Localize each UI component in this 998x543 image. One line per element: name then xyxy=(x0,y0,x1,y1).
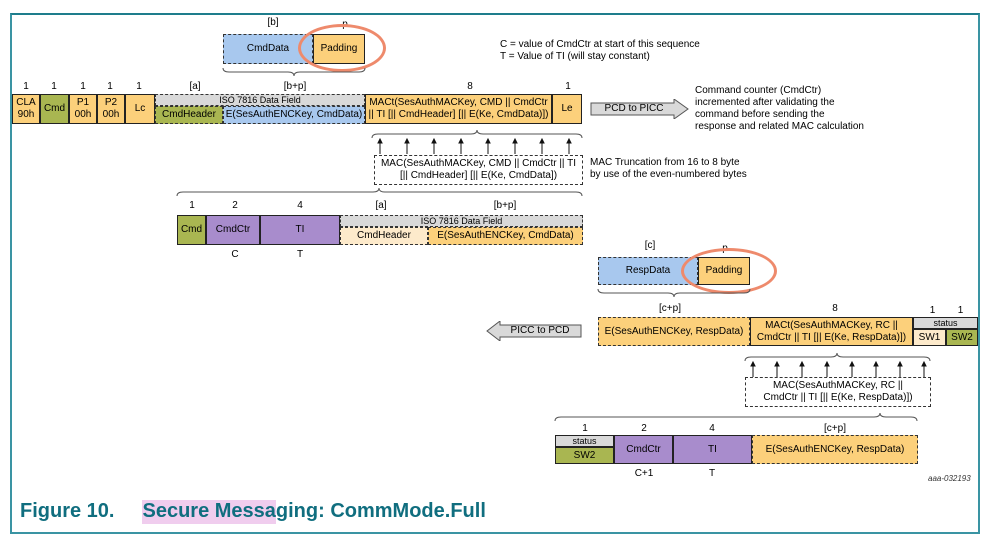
rmi-ti-field: TI xyxy=(673,435,752,464)
size-a: [a] xyxy=(189,81,201,92)
resp-mac-line2: CmdCtr || TI [|| E(Ke, RespData)]) xyxy=(756,331,907,343)
note-cmdctr-4: response and related MAC calculation xyxy=(695,121,864,132)
cmd-mac-full: MAC(SesAuthMACKey, CMD || CmdCtr || TI [… xyxy=(374,155,583,185)
note-cmdctr-3: command before sending the xyxy=(695,109,825,120)
resp-mac-truncation-brace xyxy=(744,352,931,377)
rmi-sw2-field: SW2 xyxy=(555,447,614,464)
pcd-to-picc-label: PCD to PICC xyxy=(604,103,664,114)
figure-caption: Figure 10. Secure Messaging: CommMode.Ful… xyxy=(20,500,486,524)
size-resp-mac: 8 xyxy=(832,303,838,314)
p2-value: 00h xyxy=(102,109,120,120)
figure-frame xyxy=(10,13,980,534)
le-field: Le xyxy=(552,94,582,124)
size-rmi-cmdctr: 2 xyxy=(641,423,647,434)
resp-padding-highlight-ellipse xyxy=(681,248,777,294)
size-sw2: 1 xyxy=(957,305,964,316)
size-rmi-sw2: 1 xyxy=(582,423,588,434)
mac-field: MACt(SesAuthMACKey, CMD || CmdCtr || TI … xyxy=(365,94,552,124)
size-sw1: 1 xyxy=(929,305,936,316)
cmd-field: Cmd xyxy=(40,94,69,124)
size-mi-cmdctr: 2 xyxy=(232,200,238,211)
brace-resp-mac-input xyxy=(554,412,918,422)
mi-cmd-field: Cmd xyxy=(177,215,206,245)
rmi-cmdctr-field: CmdCtr xyxy=(614,435,673,464)
mi-cmdheader-field: CmdHeader xyxy=(340,227,428,245)
size-c-plus-p: [c+p] xyxy=(659,303,681,314)
mac-line1: MACt(SesAuthMACKey, CMD || CmdCtr xyxy=(369,97,548,108)
cmdheader-field: CmdHeader xyxy=(155,106,223,124)
p1-field: P1 00h xyxy=(69,94,97,124)
resp-mac-field: MACt(SesAuthMACKey, RC || CmdCtr || TI [… xyxy=(750,317,913,346)
resp-mac-full-line2: CmdCtr || TI [|| E(Ke, RespData)]) xyxy=(763,392,913,403)
mac-line2: || TI [|| CmdHeader] [|| E(Ke, CmdData)]… xyxy=(368,109,549,120)
size-cmd: 1 xyxy=(51,81,57,92)
note-c-definition: C = value of CmdCtr at start of this seq… xyxy=(500,39,700,50)
mi-under-ti: T xyxy=(296,249,304,260)
figure-number: Figure 10. xyxy=(20,500,115,522)
pcd-to-picc-arrow xyxy=(590,99,689,119)
cmd-mac-full-line1: MAC(SesAuthMACKey, CMD || CmdCtr || TI xyxy=(380,158,577,169)
size-lc: 1 xyxy=(136,81,142,92)
lc-field: Lc xyxy=(125,94,155,124)
respdata-size: [c] xyxy=(644,240,656,251)
rmi-enc-respdata-field: E(SesAuthENCKey, RespData) xyxy=(752,435,918,464)
size-b-plus-p: [b+p] xyxy=(283,81,307,92)
resp-enc-respdata-field: E(SesAuthENCKey, RespData) xyxy=(598,317,750,346)
rmi-under-ti: T xyxy=(708,468,716,479)
p1-value: 00h xyxy=(74,109,92,120)
figure-title-rest: ging: CommMode.Full xyxy=(275,500,486,522)
brace-cmd-mac-input xyxy=(176,187,583,197)
rmi-status-label: status xyxy=(555,435,614,447)
brace-cmd-plain xyxy=(222,67,366,77)
note-t-definition: T = Value of TI (will stay constant) xyxy=(500,51,650,62)
size-rmi-ti: 4 xyxy=(709,423,715,434)
cmd-mac-full-line2: [|| CmdHeader] [|| E(Ke, CmdData]) xyxy=(399,170,558,181)
resp-mac-full: MAC(SesAuthMACKey, RC || CmdCtr || TI [|… xyxy=(745,377,931,407)
p1-label: P1 xyxy=(76,97,90,108)
size-mac: 8 xyxy=(467,81,473,92)
image-id-tag: aaa-032193 xyxy=(928,474,971,483)
mi-enc-cmddata-field: E(SesAuthENCKey, CmdData) xyxy=(428,227,583,245)
cla-field: CLA 90h xyxy=(12,94,40,124)
iso-data-field-label: ISO 7816 Data Field xyxy=(155,94,365,106)
size-mi-cmd: 1 xyxy=(189,200,195,211)
brace-resp-plain xyxy=(597,288,751,298)
cmd-mac-truncation-brace xyxy=(371,129,583,154)
note-cmdctr-2: incremented after validating the xyxy=(695,97,835,108)
resp-mac-full-line1: MAC(SesAuthMACKey, RC || xyxy=(772,380,904,391)
note-mac-trunc-1: MAC Truncation from 16 to 8 byte xyxy=(590,157,740,168)
cla-value: 90h xyxy=(17,109,35,120)
size-mi-a: [a] xyxy=(375,200,387,211)
enc-cmddata-field: E(SesAuthENCKey, CmdData) xyxy=(223,106,365,124)
size-cla: 1 xyxy=(23,81,29,92)
size-mi-b-plus-p: [b+p] xyxy=(493,200,517,211)
note-cmdctr-1: Command counter (CmdCtr) xyxy=(695,85,822,96)
p2-field: P2 00h xyxy=(97,94,125,124)
size-p2: 1 xyxy=(107,81,113,92)
mi-iso-data-field-label: ISO 7816 Data Field xyxy=(340,215,583,227)
cla-label: CLA xyxy=(16,97,36,108)
figure-title-highlighted: Secure Messa xyxy=(142,500,276,524)
cmddata-size: [b] xyxy=(267,17,279,28)
size-p1: 1 xyxy=(80,81,86,92)
size-mi-ti: 4 xyxy=(297,200,303,211)
mi-under-cmdctr: C xyxy=(231,249,239,260)
mi-ti-field: TI xyxy=(260,215,340,245)
picc-to-pcd-arrow xyxy=(486,321,582,341)
mi-cmdctr-field: CmdCtr xyxy=(206,215,260,245)
resp-status-label: status xyxy=(913,317,978,329)
rmi-under-cmdctr: C+1 xyxy=(634,468,654,479)
size-rmi-c-plus-p: [c+p] xyxy=(824,423,846,434)
resp-mac-line1: MACt(SesAuthMACKey, RC || xyxy=(765,319,898,331)
padding-highlight-ellipse xyxy=(298,24,386,72)
p2-label: P2 xyxy=(104,97,118,108)
resp-sw1-field: SW1 xyxy=(913,329,946,346)
size-le: 1 xyxy=(565,81,571,92)
picc-to-pcd-label: PICC to PCD xyxy=(510,325,570,336)
resp-sw2-field: SW2 xyxy=(946,329,978,346)
note-mac-trunc-2: by use of the even-numbered bytes xyxy=(590,169,747,180)
